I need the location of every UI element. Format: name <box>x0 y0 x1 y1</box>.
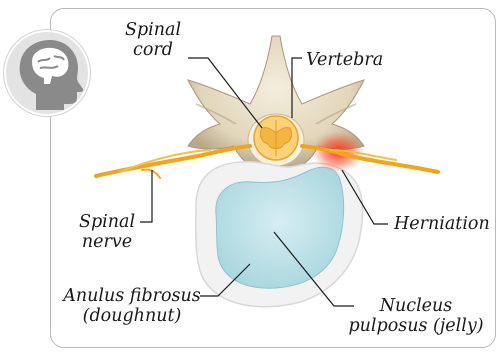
label-spinal-nerve: Spinal nerve <box>72 212 142 252</box>
label-nucleus-pulposus: Nucleus pulposus (jelly) <box>346 296 486 336</box>
label-spinal-cord: Spinal cord <box>118 20 188 60</box>
spinal-cord <box>254 116 298 160</box>
label-anulus-fibrosus: Anulus fibrosus (doughnut) <box>58 286 206 326</box>
label-herniation: Herniation <box>394 214 490 234</box>
label-vertebra: Vertebra <box>306 50 383 70</box>
